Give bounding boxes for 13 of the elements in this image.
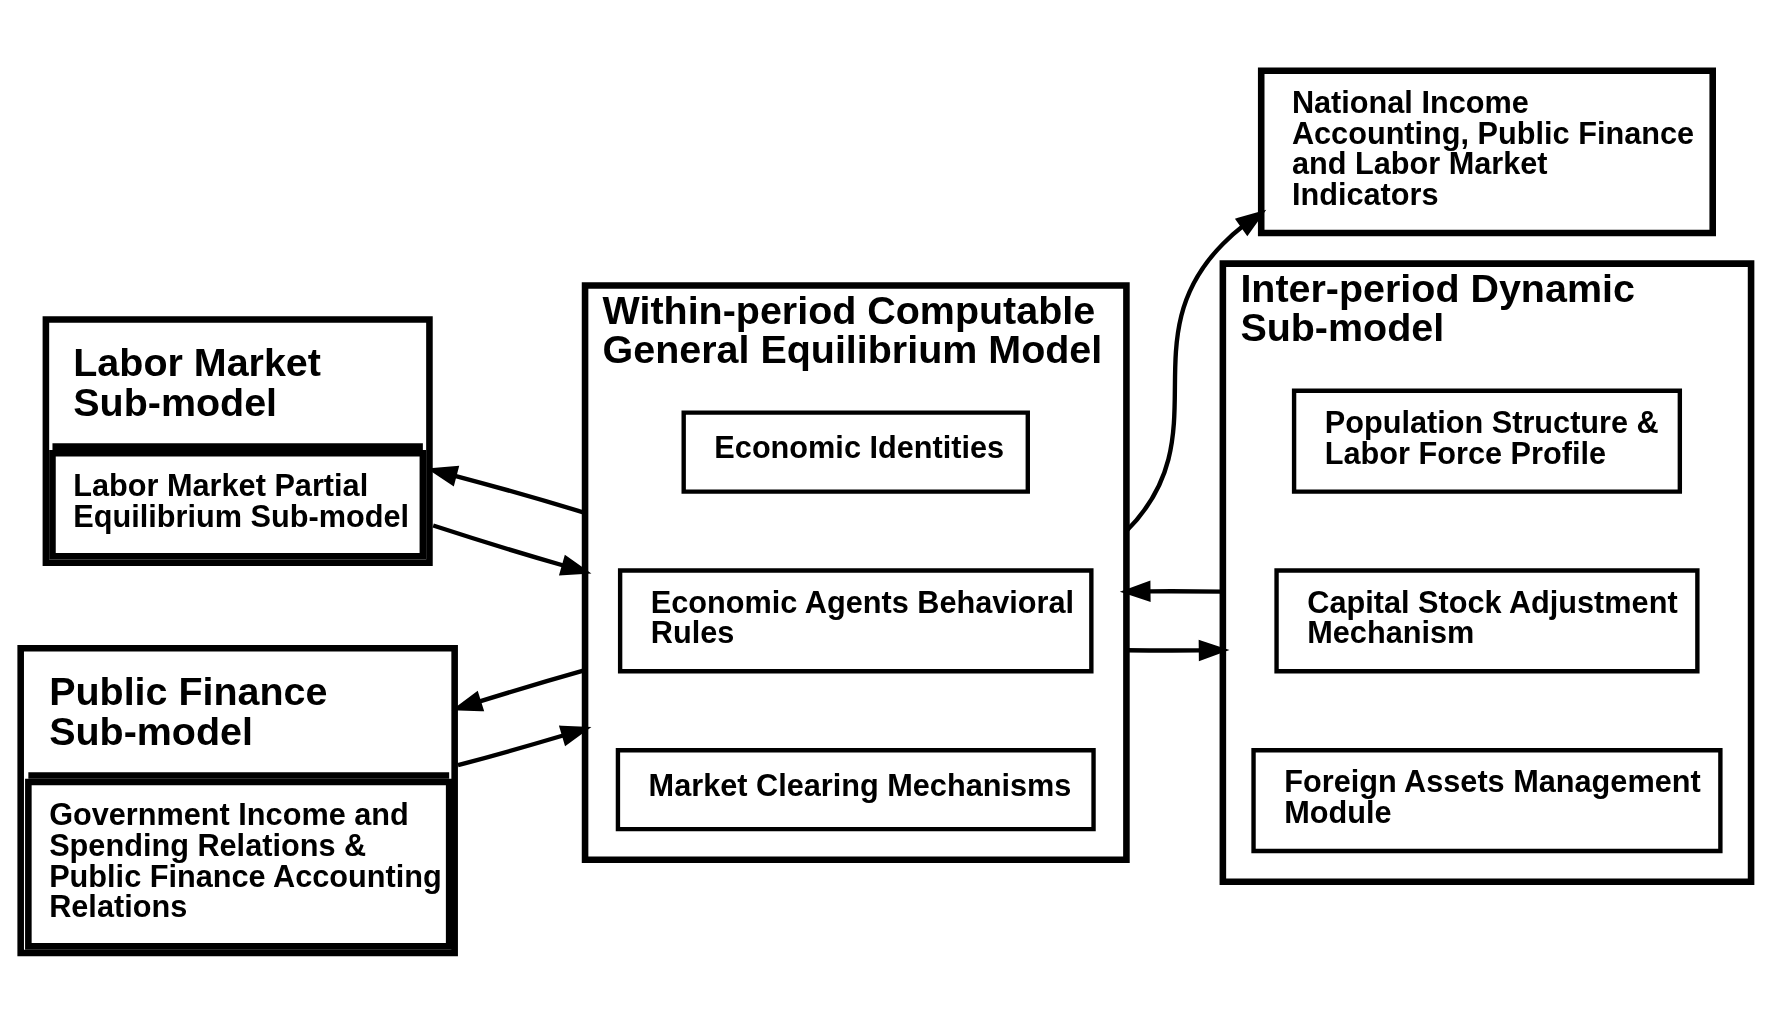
node-box: Labor Market Sub-model Labor Market Partial Equilibrium Sub-model <box>42 316 433 567</box>
arrow <box>457 725 592 768</box>
arrow <box>1119 580 1223 603</box>
node-box: Economic Identities <box>681 410 1030 494</box>
node-box: Population Structure & Labor Force Profile <box>1291 388 1683 494</box>
arrow <box>432 523 592 576</box>
node-box: Economic Agents Behavioral Rules <box>617 568 1094 674</box>
node-box: Market Clearing Mechanisms <box>615 748 1096 832</box>
node-box: Public Finance Sub-model Government Income and Spending Relations & Public Finance Accounting Relations <box>17 645 458 957</box>
node-box: National Income Accounting, Public Finance and Labor Market Indicators <box>1257 67 1716 237</box>
node-box: Capital Stock Adjustment Mechanism <box>1274 568 1700 674</box>
node-box: Foreign Assets Management Module <box>1251 748 1723 854</box>
arrow <box>1126 639 1230 662</box>
